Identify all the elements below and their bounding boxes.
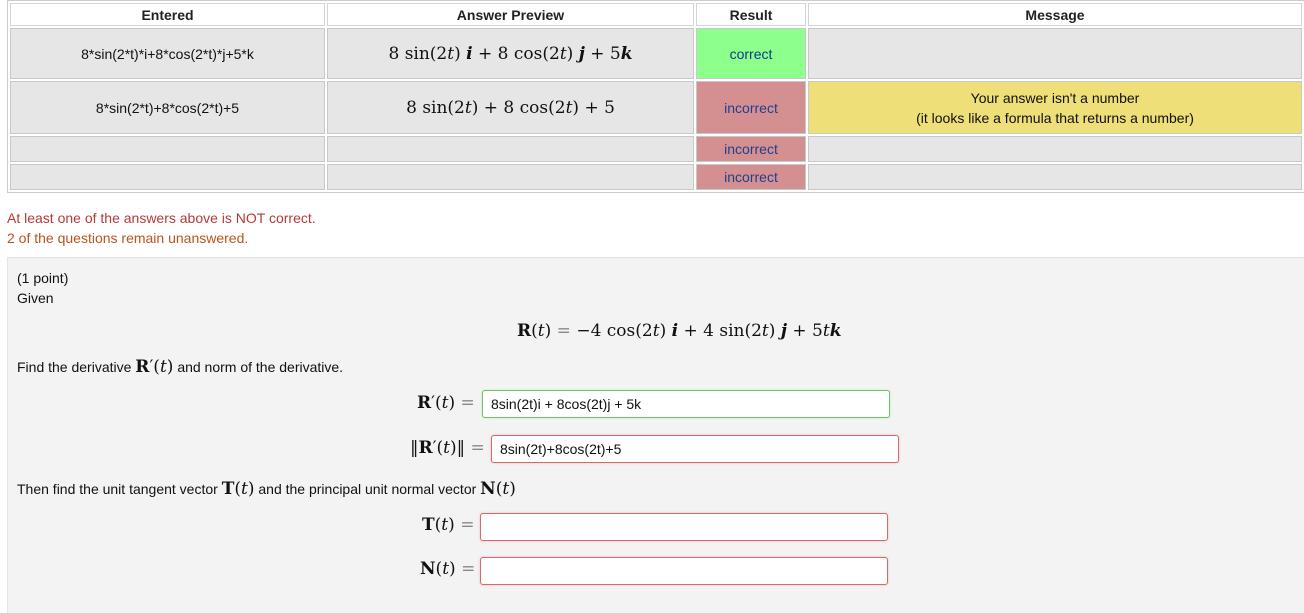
given-equation: R(t) = −4 cos(2t) i + 4 sin(2t) j + 5tk bbox=[517, 321, 842, 341]
message-line: Your answer isn't a number bbox=[970, 89, 1140, 106]
message-cell bbox=[808, 28, 1302, 79]
status-not-correct: At least one of the answers above is NOT… bbox=[7, 210, 316, 226]
entered-cell bbox=[10, 136, 325, 162]
preview-math: 8 sin(2t) + 8 cos(2t) + 5 bbox=[406, 97, 615, 118]
message-line: (it looks like a formula that returns a … bbox=[916, 109, 1194, 126]
norm-label: ‖R′(t)‖ = bbox=[410, 438, 485, 458]
r-prime-symbol: R′(t) bbox=[135, 357, 174, 377]
preview-cell: 8 sin(2t) i + 8 cos(2t) j + 5k bbox=[327, 28, 694, 79]
then-mid: and the principal unit normal vector bbox=[258, 481, 477, 497]
n-symbol: N(t) bbox=[480, 479, 516, 499]
then-text: Then find the unit tangent vector bbox=[17, 481, 218, 497]
entered-cell bbox=[10, 164, 325, 190]
results-table: Entered Answer Preview Result Message 8*… bbox=[7, 0, 1304, 193]
preview-cell: 8 sin(2t) + 8 cos(2t) + 5 bbox=[327, 81, 694, 134]
find-derivative-text: Find the derivative bbox=[17, 359, 132, 375]
preview-cell bbox=[327, 164, 694, 190]
problem-points: (1 point) bbox=[17, 270, 69, 286]
header-entered: Entered bbox=[10, 3, 325, 26]
status-unanswered: 2 of the questions remain unanswered. bbox=[7, 230, 249, 246]
table-row: incorrect bbox=[10, 164, 1302, 190]
r-prime-answer-input[interactable]: 8sin(2t)i + 8cos(2t)j + 5k bbox=[482, 390, 890, 418]
preview-cell bbox=[327, 136, 694, 162]
norm-answer-input[interactable]: 8sin(2t)+8cos(2t)+5 bbox=[491, 435, 899, 463]
t-label: T(t) = bbox=[422, 515, 475, 535]
result-cell: incorrect bbox=[696, 164, 806, 190]
preview-math: 8 sin(2t) i + 8 cos(2t) j + 5k bbox=[388, 43, 633, 64]
problem-given: Given bbox=[17, 290, 54, 306]
message-cell bbox=[808, 136, 1302, 162]
result-cell: correct bbox=[696, 28, 806, 79]
table-row: incorrect bbox=[10, 136, 1302, 162]
find-derivative-instruction: Find the derivative R′(t) and norm of th… bbox=[17, 357, 343, 377]
result-cell: incorrect bbox=[696, 136, 806, 162]
entered-cell: 8*sin(2*t)+8*cos(2*t)+5 bbox=[10, 81, 325, 134]
find-derivative-tail: and norm of the derivative. bbox=[177, 359, 344, 375]
n-answer-input[interactable] bbox=[480, 557, 888, 585]
header-result: Result bbox=[696, 3, 806, 26]
attempt-status: At least one of the answers above is NOT… bbox=[7, 208, 316, 248]
results-header-row: Entered Answer Preview Result Message bbox=[10, 3, 1302, 26]
t-symbol: T(t) bbox=[221, 479, 255, 499]
problem-panel: (1 point) Given R(t) = −4 cos(2t) i + 4 … bbox=[7, 257, 1304, 613]
entered-cell: 8*sin(2*t)*i+8*cos(2*t)*j+5*k bbox=[10, 28, 325, 79]
table-row: 8*sin(2*t)+8*cos(2*t)+5 8 sin(2t) + 8 co… bbox=[10, 81, 1302, 134]
message-cell bbox=[808, 164, 1302, 190]
message-cell: Your answer isn't a number (it looks lik… bbox=[808, 81, 1302, 134]
header-message: Message bbox=[808, 3, 1302, 26]
tangent-normal-instruction: Then find the unit tangent vector T(t) a… bbox=[17, 479, 516, 499]
header-answer-preview: Answer Preview bbox=[327, 3, 694, 26]
t-answer-input[interactable] bbox=[480, 513, 888, 541]
result-cell: incorrect bbox=[696, 81, 806, 134]
r-prime-label: R′(t) = bbox=[417, 393, 475, 413]
n-label: N(t) = bbox=[420, 559, 476, 579]
table-row: 8*sin(2*t)*i+8*cos(2*t)*j+5*k 8 sin(2t) … bbox=[10, 28, 1302, 79]
